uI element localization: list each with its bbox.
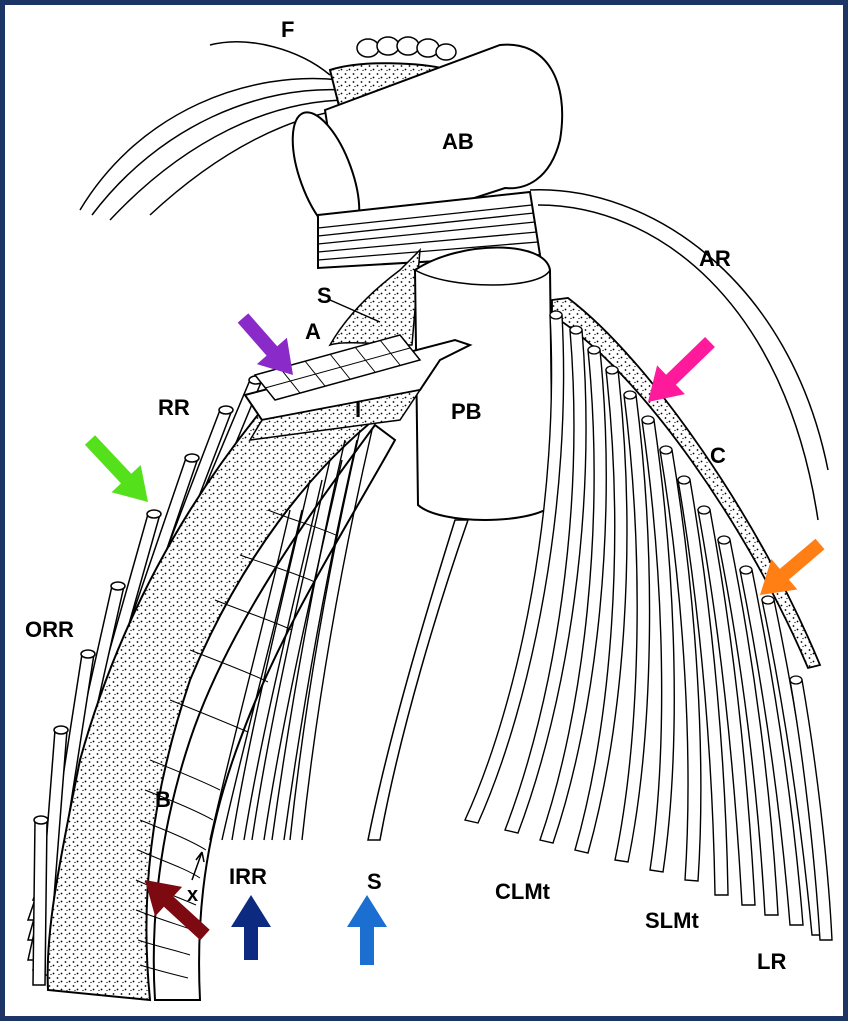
- label-clmt: CLMt: [495, 881, 550, 903]
- label-rr: RR: [158, 397, 190, 419]
- label-a: A: [305, 321, 321, 343]
- orange-arrow: [760, 539, 825, 595]
- label-orr: ORR: [25, 619, 74, 641]
- label-c: C: [710, 445, 726, 467]
- label-pb: PB: [451, 401, 482, 423]
- pb-cylinder: [415, 248, 553, 521]
- label-b: B: [155, 789, 171, 811]
- pink-arrow: [648, 337, 715, 402]
- label-s-top: S: [317, 285, 332, 307]
- label-s-bottom: S: [367, 871, 382, 893]
- s-long-strand: [368, 520, 468, 840]
- label-irr: IRR: [229, 866, 267, 888]
- label-ab: AB: [442, 131, 474, 153]
- f-fibre-loops: [357, 37, 456, 60]
- purple-arrow: [238, 313, 293, 375]
- navy-arrow: [231, 895, 271, 960]
- label-f: F: [281, 19, 294, 41]
- label-slmt: SLMt: [645, 910, 699, 932]
- label-i: I: [355, 399, 361, 421]
- label-x: x: [187, 885, 198, 905]
- anatomy-illustration: [5, 5, 843, 1016]
- green-arrow: [85, 435, 148, 502]
- blue-arrow: [347, 895, 387, 965]
- label-ar: AR: [699, 248, 731, 270]
- label-lr: LR: [757, 951, 786, 973]
